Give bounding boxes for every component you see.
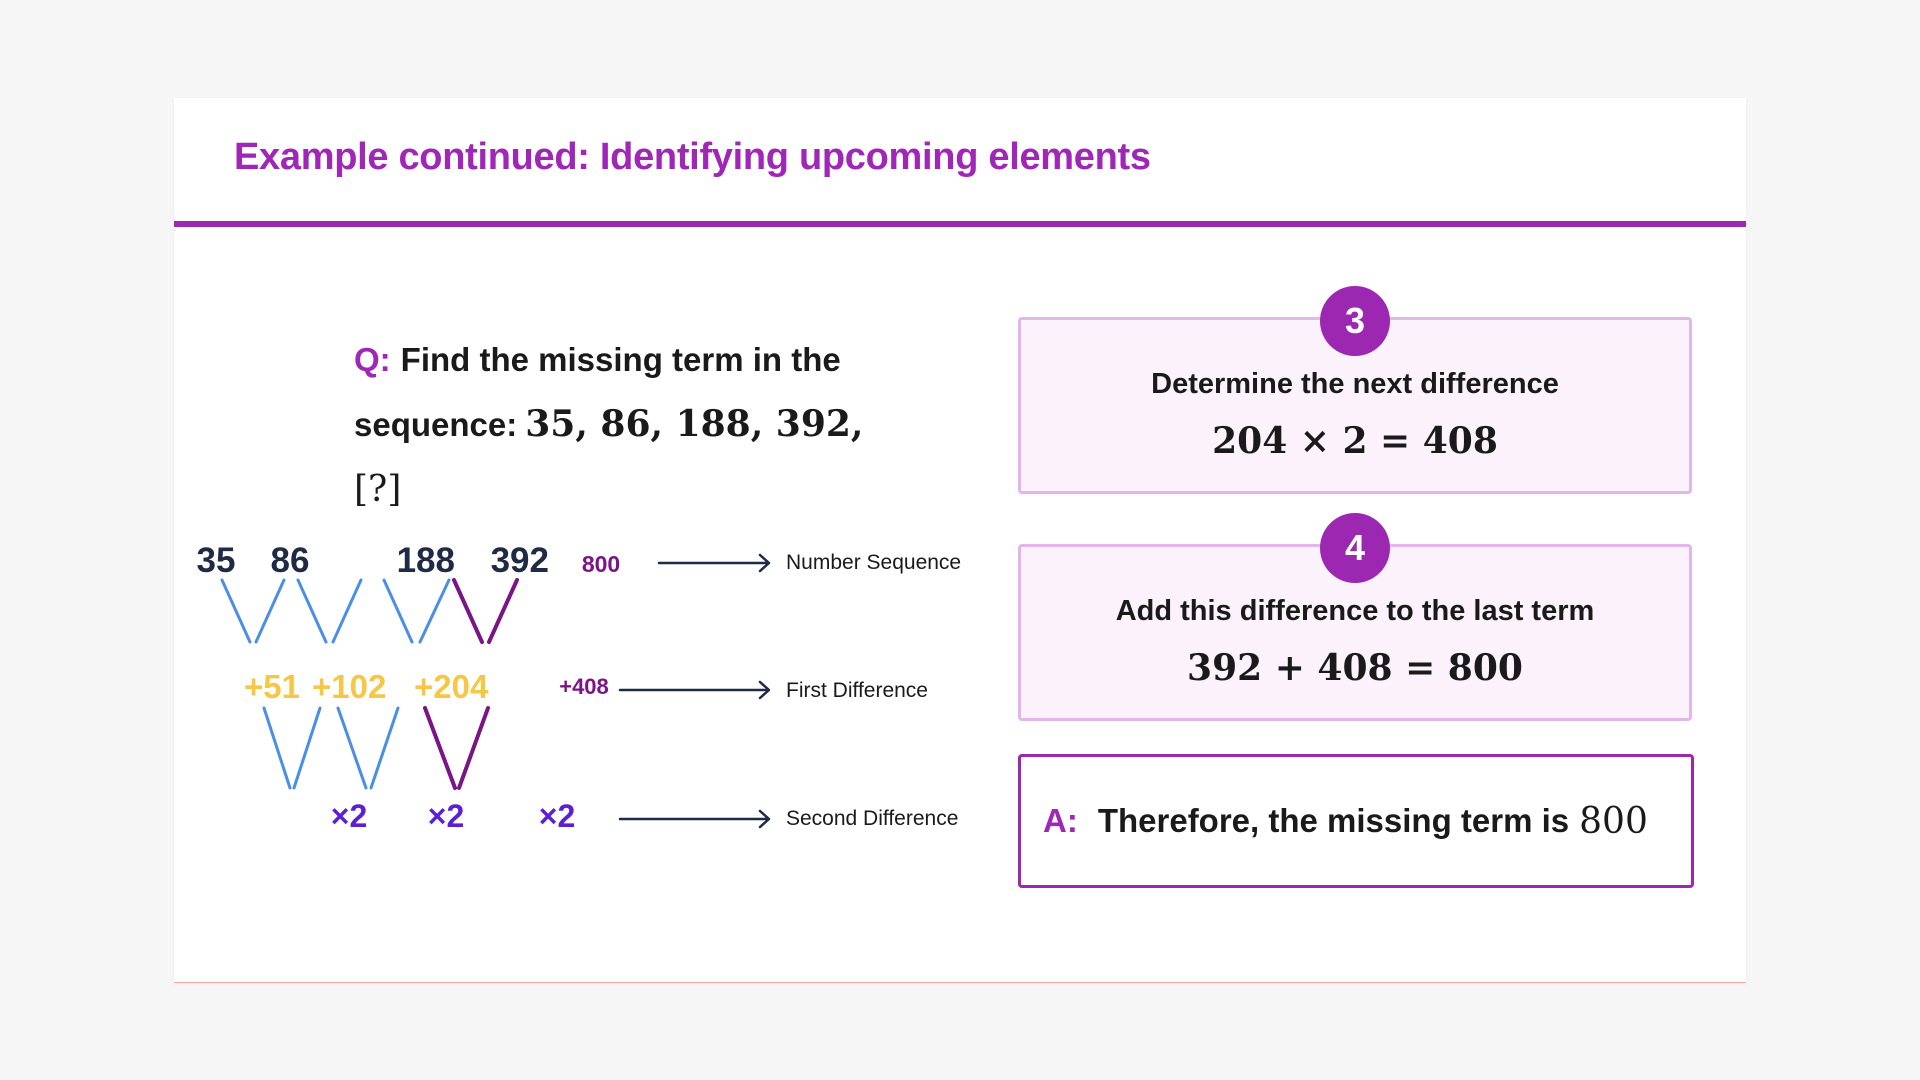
sequence-term: 86 [271, 541, 310, 580]
row-label-second: Second Difference [786, 807, 958, 830]
step-box-4: 4 Add this difference to the last term 3… [1018, 513, 1692, 721]
question-block: Q:Find the missing term in the sequence:… [354, 328, 914, 522]
step-heading: Add this difference to the last term [1115, 595, 1595, 627]
connector-line-highlight [452, 578, 484, 644]
row-arrows [618, 553, 771, 829]
row-labels: Number Sequence First Difference Second … [786, 551, 961, 830]
connectors-first-second [262, 706, 400, 790]
sequence-term: 392 [491, 541, 549, 580]
sequence-term: 35 [197, 541, 236, 580]
second-difference: ×2 [331, 798, 367, 834]
connector-line-highlight [423, 706, 457, 790]
connector-line [220, 578, 252, 644]
answer-box: A: Therefore, the missing term is 800 [1018, 754, 1694, 888]
connector-line [262, 706, 292, 790]
step-number-badge: 3 [1320, 286, 1390, 356]
connector-line [331, 578, 363, 644]
step-heading: Determine the next difference [1151, 368, 1559, 400]
connector-line [369, 706, 400, 790]
connector-line [296, 578, 328, 644]
step-box-3: 3 Determine the next difference 204 × 2 … [1018, 286, 1692, 494]
answer-prefix: A: [1043, 802, 1078, 839]
connector-line [292, 706, 322, 790]
next-difference: +408 [559, 674, 609, 699]
answer-text: Therefore, the missing term is [1097, 802, 1570, 839]
arrow-sequence-head [758, 553, 771, 573]
first-difference: +102 [312, 668, 386, 705]
title-divider [174, 221, 1746, 227]
connector-line-highlight [457, 706, 490, 790]
first-difference-row: +51 +102 +204 [244, 668, 489, 705]
sequence-term: 188 [397, 541, 455, 580]
step-equation: 204 × 2 = 408 [1212, 420, 1498, 462]
row-label-sequence: Number Sequence [786, 551, 961, 574]
slide: Example continued: Identifying upcoming … [174, 98, 1746, 983]
connectors-first-second-highlight [423, 706, 490, 790]
connectors-seq-first [220, 578, 451, 644]
question-prefix: Q: [354, 341, 391, 378]
connector-line [336, 706, 368, 790]
slide-title: Example continued: Identifying upcoming … [234, 136, 1151, 178]
connector-line [418, 578, 451, 644]
sequence-values: 35, 86, 188, 392, [525, 403, 864, 445]
row-label-first: First Difference [786, 679, 928, 702]
step-number-badge: 4 [1320, 513, 1390, 583]
connector-line [382, 578, 414, 644]
second-difference: ×2 [539, 798, 575, 834]
answer-value: 800 [1579, 800, 1648, 842]
missing-term-placeholder: [?] [354, 469, 402, 510]
connector-line [254, 578, 286, 644]
question-text: Find the missing term in the sequence: [354, 341, 841, 443]
question-sequence-math: 35, 86, 188, 392, [?] [354, 403, 863, 510]
sequence-row: 35 86 188 392 [197, 541, 549, 580]
first-difference: +204 [414, 668, 489, 705]
connector-line-highlight [487, 578, 519, 644]
arrow-second-head [758, 809, 771, 829]
second-difference: ×2 [428, 798, 464, 834]
second-difference-row: ×2 ×2 ×2 [331, 798, 575, 834]
arrow-first-head [758, 680, 771, 700]
connectors-seq-first-highlight [452, 578, 519, 644]
next-term: 800 [582, 551, 620, 577]
step-equation: 392 + 408 = 800 [1187, 647, 1523, 689]
first-difference: +51 [244, 668, 300, 705]
